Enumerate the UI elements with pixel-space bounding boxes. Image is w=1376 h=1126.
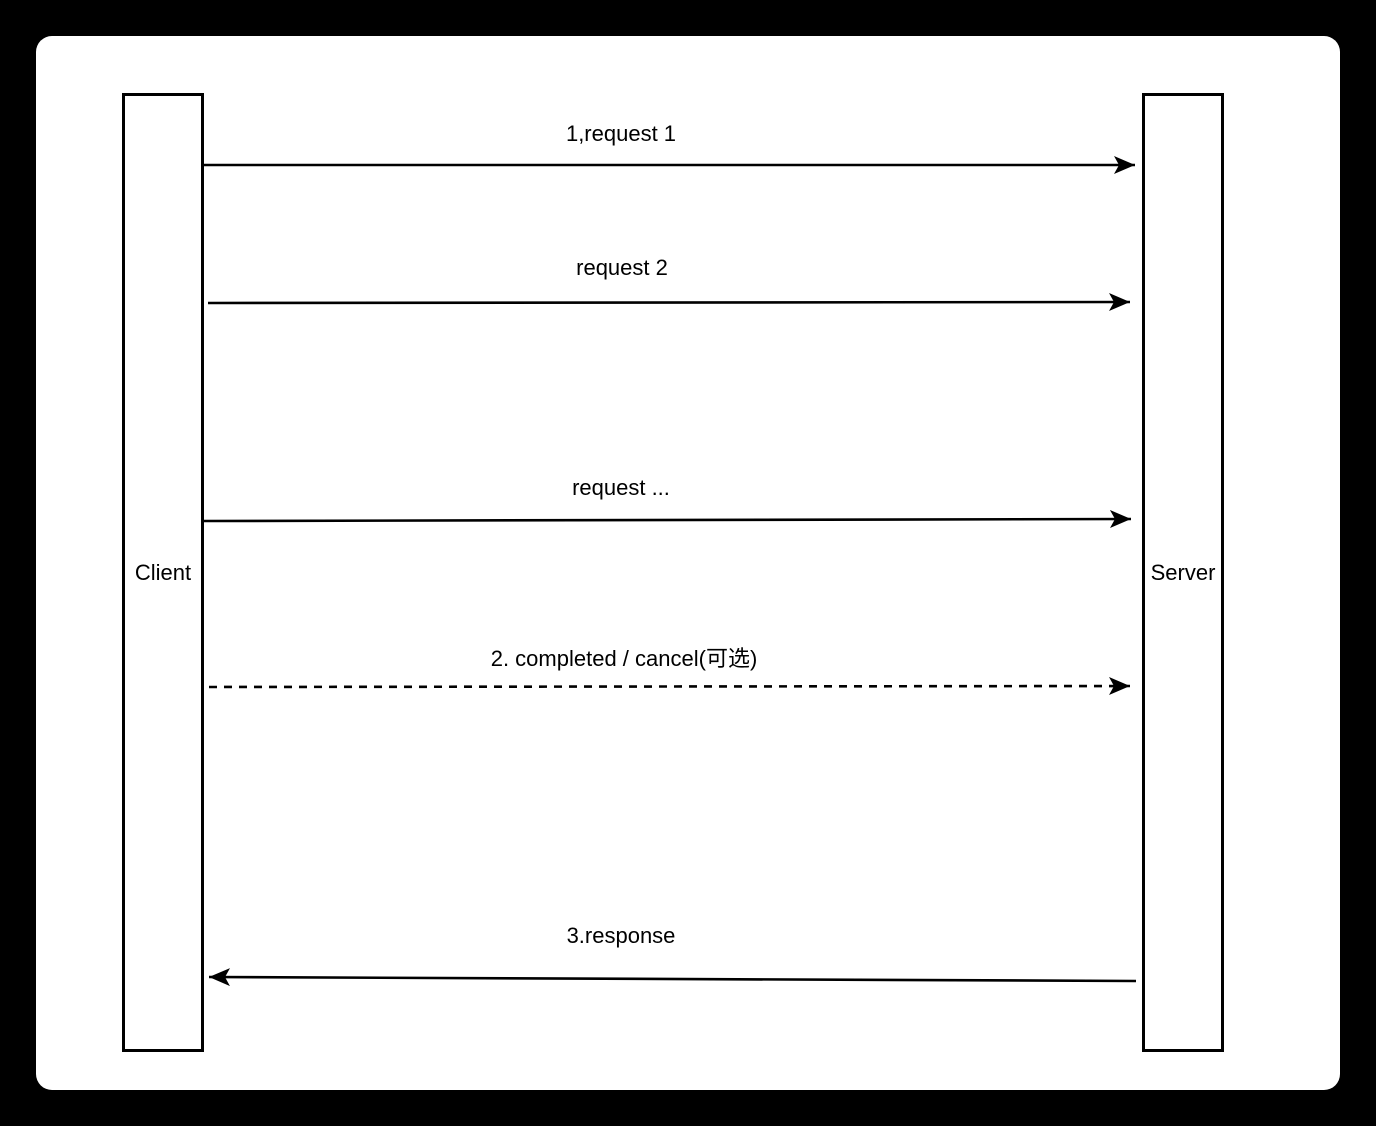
message-arrow-request-2 <box>207 293 1131 312</box>
diagram-canvas <box>36 36 1340 1090</box>
message-label-request-1: 1,request 1 <box>563 121 679 147</box>
actor-box-server: Server <box>1142 93 1224 1052</box>
actor-label-server: Server <box>1150 559 1216 585</box>
message-arrow-completed-cancel <box>208 677 1131 696</box>
message-arrow-request-more <box>203 510 1132 529</box>
actor-label-client: Client <box>134 559 192 585</box>
message-arrow-response <box>208 968 1137 987</box>
message-label-request-2: request 2 <box>574 255 670 281</box>
message-label-response: 3.response <box>564 923 678 949</box>
message-label-request-more: request ... <box>570 475 672 501</box>
message-label-completed-cancel: 2. completed / cancel(可选) <box>488 641 760 673</box>
actor-box-client: Client <box>122 93 204 1052</box>
